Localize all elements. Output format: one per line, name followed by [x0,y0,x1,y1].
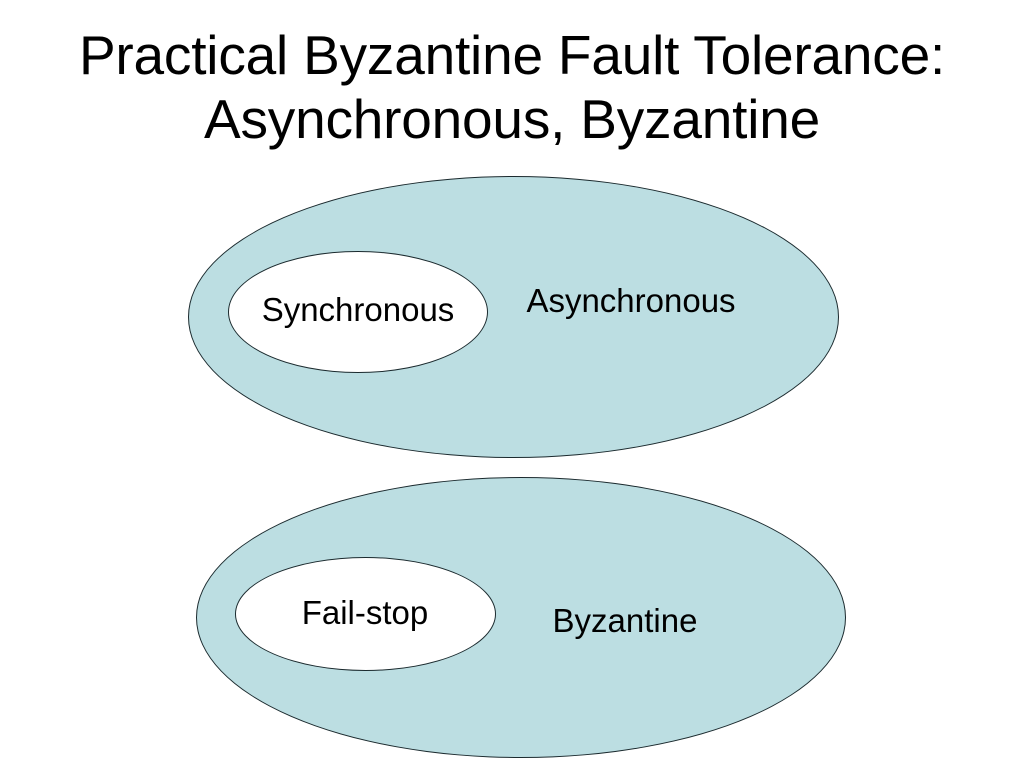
page-title: Practical Byzantine Fault Tolerance: Asy… [0,24,1024,152]
page-title-line-2: Asynchronous, Byzantine [203,87,821,150]
ellipse-synchronous [228,251,488,373]
label-asynchronous: Asynchronous [526,282,736,319]
page-title-line-1: Practical Byzantine Fault Tolerance: [78,24,946,86]
label-synchronous: Synchronous [261,291,455,328]
label-fail-stop: Fail-stop [301,594,429,631]
label-byzantine: Byzantine [552,602,698,639]
ellipse-fail-stop [235,557,496,671]
